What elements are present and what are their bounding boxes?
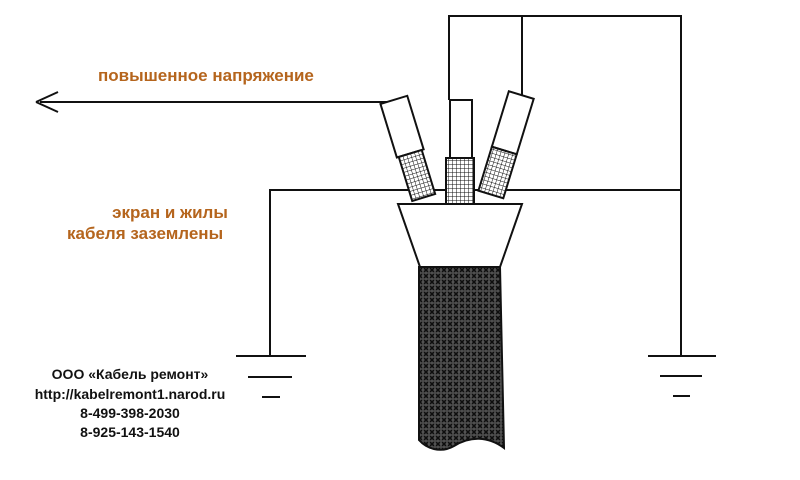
cable-cone — [396, 203, 524, 268]
company-phone-2: 8-925-143-1540 — [80, 424, 180, 440]
high-voltage-label: повышенное напряжение — [98, 66, 314, 85]
grounded-label-line2: кабеля заземлены — [67, 224, 224, 243]
arrow-icon — [35, 91, 59, 113]
core-left — [379, 94, 437, 203]
company-name: ООО «Кабель ремонт» — [51, 366, 209, 382]
grounded-label-line1: экран и жилы — [112, 203, 228, 222]
top-loop-wire — [448, 15, 682, 355]
ground-left-icon — [236, 355, 306, 398]
core-right — [477, 89, 535, 200]
core-middle — [445, 99, 475, 205]
cable-body — [418, 266, 506, 451]
company-phone-1: 8-499-398-2030 — [80, 405, 180, 421]
ground-right-icon — [648, 355, 716, 397]
company-url[interactable]: http://kabelremont1.narod.ru — [34, 386, 226, 402]
screen-bus-wire — [269, 189, 680, 355]
